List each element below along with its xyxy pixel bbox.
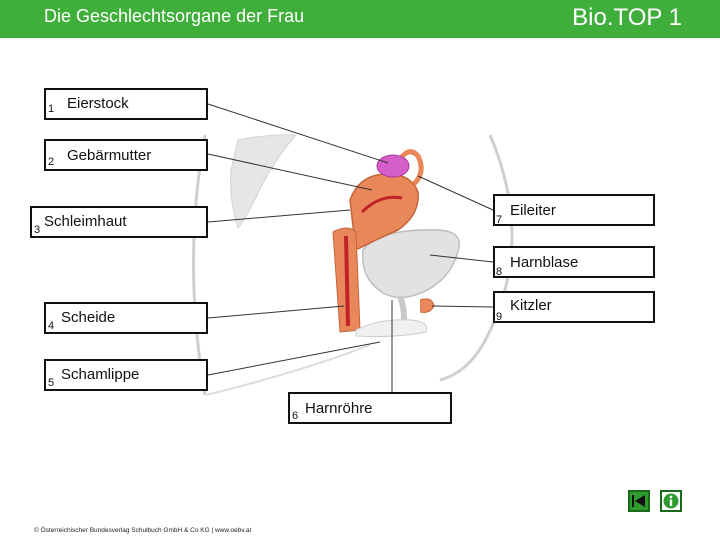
label-box-3[interactable] bbox=[30, 206, 208, 238]
label-text-4: Scheide bbox=[61, 309, 116, 326]
label-box-8[interactable] bbox=[493, 246, 655, 278]
label-number-8: 8 bbox=[496, 266, 503, 278]
label-text-3: Schleimhaut bbox=[44, 213, 127, 230]
label-number-2: 2 bbox=[48, 156, 55, 168]
label-number-5: 5 bbox=[48, 377, 55, 389]
label-box-5[interactable] bbox=[44, 359, 208, 391]
label-box-2[interactable] bbox=[44, 139, 208, 171]
back-button[interactable] bbox=[628, 490, 650, 512]
uterus-mucosa bbox=[360, 195, 403, 214]
header-bar: Die Geschlechtsorgane der Frau Bio.TOP 1 bbox=[0, 0, 720, 38]
vaginal-mucosa bbox=[344, 235, 350, 327]
copyright-footer: © Österreichischer Bundesverlag Schulbuc… bbox=[34, 527, 252, 534]
info-icon bbox=[663, 493, 679, 509]
label-text-8: Harnblase bbox=[510, 254, 579, 271]
body-outline bbox=[192, 134, 207, 396]
label-box-7[interactable] bbox=[493, 194, 655, 226]
label-box-4[interactable] bbox=[44, 302, 208, 334]
info-button[interactable] bbox=[660, 490, 682, 512]
label-number-6: 6 bbox=[292, 410, 299, 422]
brand-logo: Bio.TOP 1 bbox=[572, 4, 682, 31]
body-outline bbox=[205, 344, 371, 396]
label-text-2: Gebärmutter bbox=[67, 147, 152, 164]
label-number-4: 4 bbox=[48, 320, 55, 332]
page-title: Die Geschlechtsorgane der Frau bbox=[44, 6, 305, 26]
label-text-9: Kitzler bbox=[510, 297, 552, 314]
label-box-6[interactable] bbox=[288, 392, 452, 424]
label-text-6: Harnröhre bbox=[305, 400, 373, 417]
ovary bbox=[376, 154, 410, 178]
label-number-1: 1 bbox=[48, 103, 55, 115]
label-text-1: Eierstock bbox=[67, 95, 129, 112]
label-text-7: Eileiter bbox=[510, 202, 556, 219]
leader-lines bbox=[207, 103, 494, 392]
label-number-9: 9 bbox=[496, 311, 503, 323]
clitoris bbox=[419, 298, 435, 313]
label-text-5: Schamlippe bbox=[61, 366, 140, 383]
label-box-1[interactable] bbox=[44, 88, 208, 120]
label-box-9[interactable] bbox=[493, 291, 655, 323]
back-arrow-icon bbox=[632, 495, 645, 507]
labia bbox=[355, 319, 428, 337]
label-number-7: 7 bbox=[496, 214, 503, 226]
pelvic-bone bbox=[230, 134, 298, 230]
label-number-3: 3 bbox=[34, 224, 41, 236]
bladder bbox=[361, 229, 461, 299]
